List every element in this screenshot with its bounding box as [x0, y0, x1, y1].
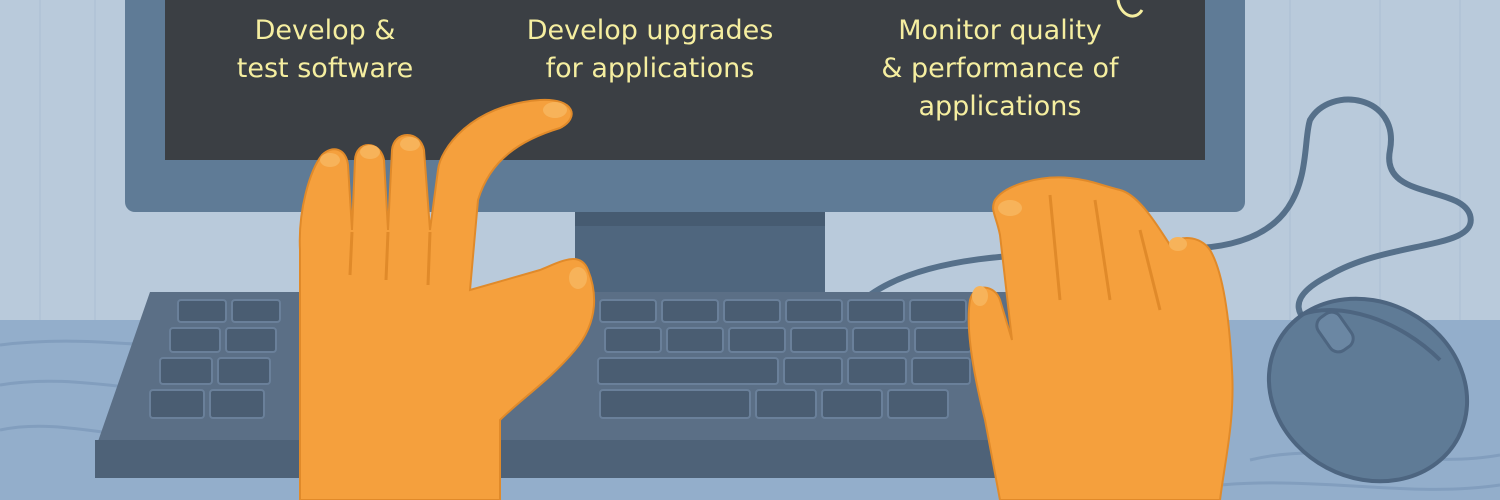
screen-text-line: Develop & [254, 15, 396, 46]
monitor-screen [165, 0, 1205, 160]
mouse-icon [1266, 296, 1470, 484]
screen-text-line: applications [918, 91, 1082, 122]
screen-text-line: Monitor quality [898, 15, 1102, 46]
screen-text-line: & performance of [881, 53, 1119, 84]
hand-right-icon [967, 176, 1234, 500]
hand-left-icon [298, 98, 596, 500]
wall-texture [39, 0, 1461, 320]
keyboard-icon [95, 292, 1090, 478]
screen-column-develop-upgrades: Develop upgrades for applications [480, 12, 820, 88]
screen-text-line: Develop upgrades [526, 15, 774, 46]
screen-column-develop-test: Develop & test software [175, 12, 475, 88]
screen-text-line: for applications [545, 53, 755, 84]
monitor-icon [125, 0, 1245, 292]
gear-icon [1116, 0, 1144, 18]
screen-text-line: test software [236, 53, 414, 84]
screen-column-monitor-quality: Monitor quality & performance of applica… [840, 12, 1160, 126]
